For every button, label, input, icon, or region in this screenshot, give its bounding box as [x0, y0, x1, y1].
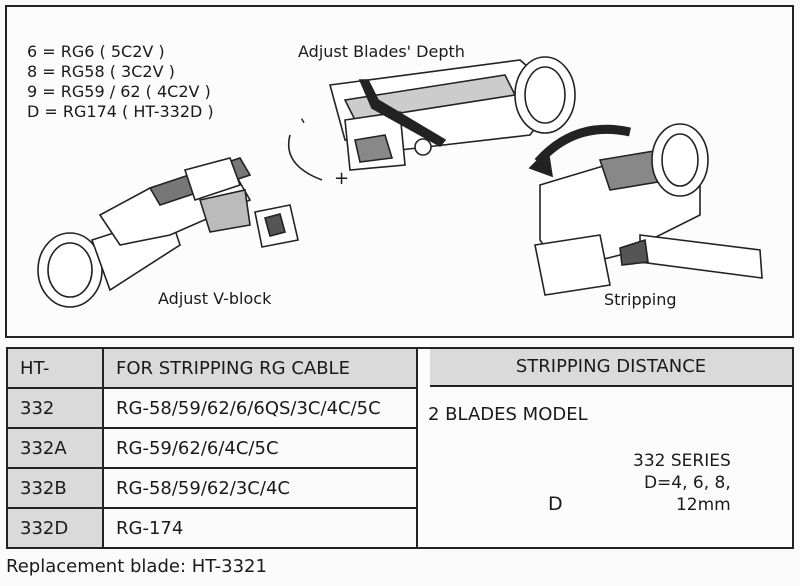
series-line: 12mm [675, 495, 731, 515]
table-row: 332B RG-58/59/62/3C/4C [6, 467, 793, 509]
cable-code-legend: 6 = RG6 ( 5C2V ) 8 = RG58 ( 3C2V ) 9 = R… [27, 42, 214, 122]
dimension-label: D [548, 493, 563, 515]
blades-model-label: 2 BLADES MODEL [428, 404, 588, 425]
series-line: 332 SERIES [633, 451, 731, 471]
replacement-blade-part: HT-3321 [191, 556, 267, 577]
model-cell: 332B [6, 467, 104, 509]
caption-v-block: Adjust V-block [158, 289, 272, 308]
header-model: HT- [6, 347, 104, 389]
table-row: 332 RG-58/59/62/6/6QS/3C/4C/5C [6, 387, 793, 429]
table-row: 332D RG-174 [6, 507, 793, 549]
model-cell: 332 [6, 387, 104, 429]
series-note: 332 SERIES D=4, 6, 8, 12mm [633, 450, 731, 516]
replacement-blade-note: Replacement blade: HT-3321 [6, 556, 267, 577]
caption-stripping: Stripping [604, 290, 677, 309]
v-block-tool-drawing [37, 157, 299, 308]
stripping-distance-cell: STRIPPING DISTANCE 2 BLADES MODEL D 332 … [416, 347, 794, 549]
legend-line: 6 = RG6 ( 5C2V ) [27, 42, 165, 61]
model-cell: 332A [6, 427, 104, 469]
header-distance: STRIPPING DISTANCE [430, 349, 792, 387]
legend-line: 8 = RG58 ( 3C2V ) [27, 62, 175, 81]
series-line: D=4, 6, 8, [643, 473, 731, 493]
cable-cell: RG-58/59/62/3C/4C [102, 467, 418, 509]
spec-table: HT- FOR STRIPPING RG CABLE STRIPPING DIS… [6, 347, 794, 549]
model-cell: 332D [6, 507, 104, 549]
plus-sign: + [334, 168, 350, 189]
legend-line: D = RG174 ( HT-332D ) [27, 102, 214, 121]
cable-cell: RG-58/59/62/6/6QS/3C/4C/5C [102, 387, 418, 429]
table-row: 332A RG-59/62/6/4C/5C [6, 427, 793, 469]
blade-depth-tool-drawing [288, 56, 576, 181]
cable-cell: RG-59/62/6/4C/5C [102, 427, 418, 469]
replacement-blade-label: Replacement blade: [6, 556, 187, 577]
caption-blade-depth: Adjust Blades' Depth [298, 42, 465, 61]
legend-line: 9 = RG59 / 62 ( 4C2V ) [27, 82, 211, 101]
header-cable: FOR STRIPPING RG CABLE [102, 347, 418, 389]
stripping-tool-drawing [528, 123, 763, 296]
cable-cell: RG-174 [102, 507, 418, 549]
